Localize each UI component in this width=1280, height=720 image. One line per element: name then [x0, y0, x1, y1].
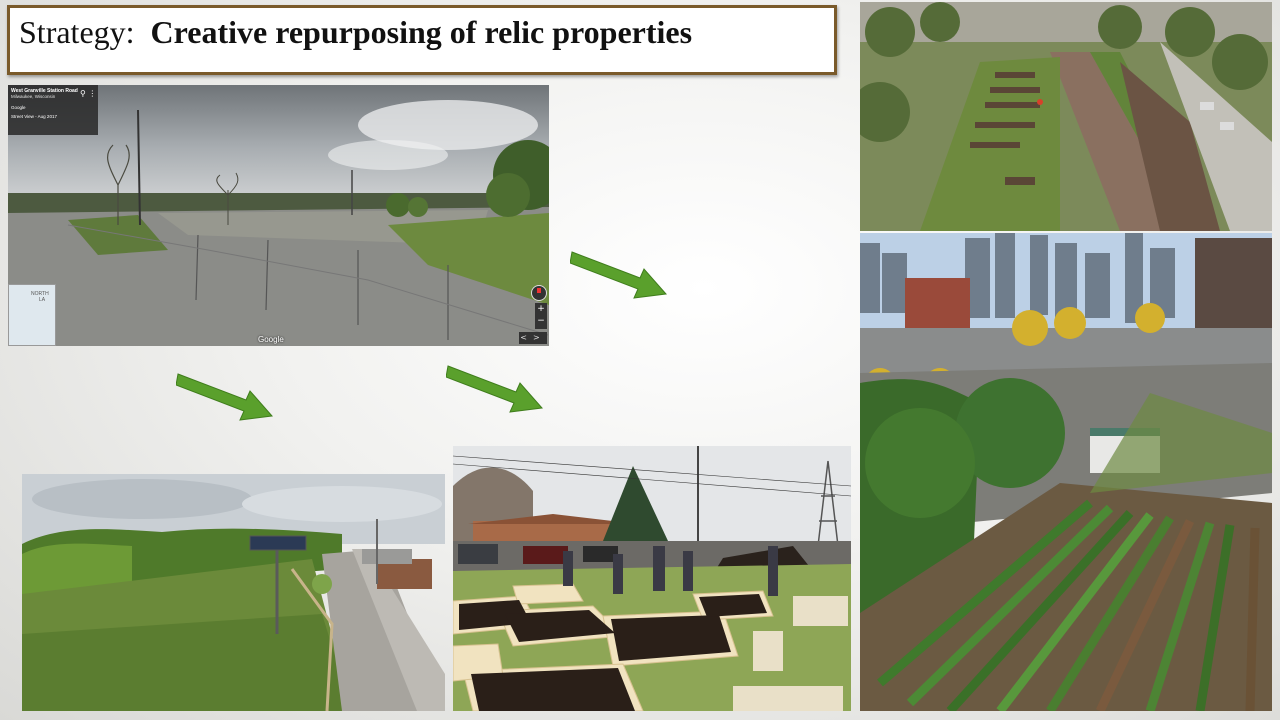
urban-farm-image: [860, 233, 1272, 711]
nav-prev-button[interactable]: <: [520, 333, 533, 342]
arrow-down-right-icon-2: [446, 365, 543, 413]
slide-title: Strategy: Creative repurposing of relic …: [19, 14, 692, 51]
location-pin-icon[interactable]: ⚲ ⋮: [80, 89, 97, 98]
arrow-down-right-icon-1: [176, 373, 273, 421]
street-view-nav[interactable]: <>: [519, 332, 547, 344]
greenspace-image: [22, 474, 445, 711]
title-prefix: Strategy:: [19, 14, 135, 50]
raised-beds-photo: [453, 446, 851, 711]
street-view-location-subtitle: Milwaukee, Wisconsin: [11, 94, 56, 99]
street-view-date: Street View - Aug 2017: [11, 114, 57, 119]
street-view-info-panel[interactable]: West Granville Station Road Milwaukee, W…: [8, 85, 98, 135]
minimap-label-2: LA: [39, 297, 46, 303]
google-watermark: Google: [258, 335, 284, 344]
urban-farm-photo: [860, 233, 1272, 711]
greenspace-photo: [22, 474, 445, 711]
vacant-lot-image: [8, 85, 549, 346]
zoom-in-button[interactable]: +: [537, 304, 545, 314]
street-view-location-title: West Granville Station Road: [11, 88, 78, 94]
arrow-right-down-icon: [570, 251, 667, 299]
street-view-photo: West Granville Station Road Milwaukee, W…: [8, 85, 549, 346]
compass-icon[interactable]: [531, 285, 547, 301]
minimap-label: NORTH: [31, 291, 49, 297]
title-bold: Creative repurposing of relic properties: [150, 14, 693, 50]
nav-next-button[interactable]: >: [533, 333, 546, 342]
aerial-garden-photo: [860, 2, 1272, 231]
zoom-controls[interactable]: +−: [535, 303, 547, 329]
slide-title-box: Strategy: Creative repurposing of relic …: [7, 5, 837, 75]
aerial-garden-image: [860, 2, 1272, 231]
street-view-minimap[interactable]: NORTH LA: [8, 284, 56, 346]
zoom-out-button[interactable]: −: [537, 316, 545, 326]
street-view-provider: Google: [11, 105, 26, 110]
raised-beds-image: [453, 446, 851, 711]
